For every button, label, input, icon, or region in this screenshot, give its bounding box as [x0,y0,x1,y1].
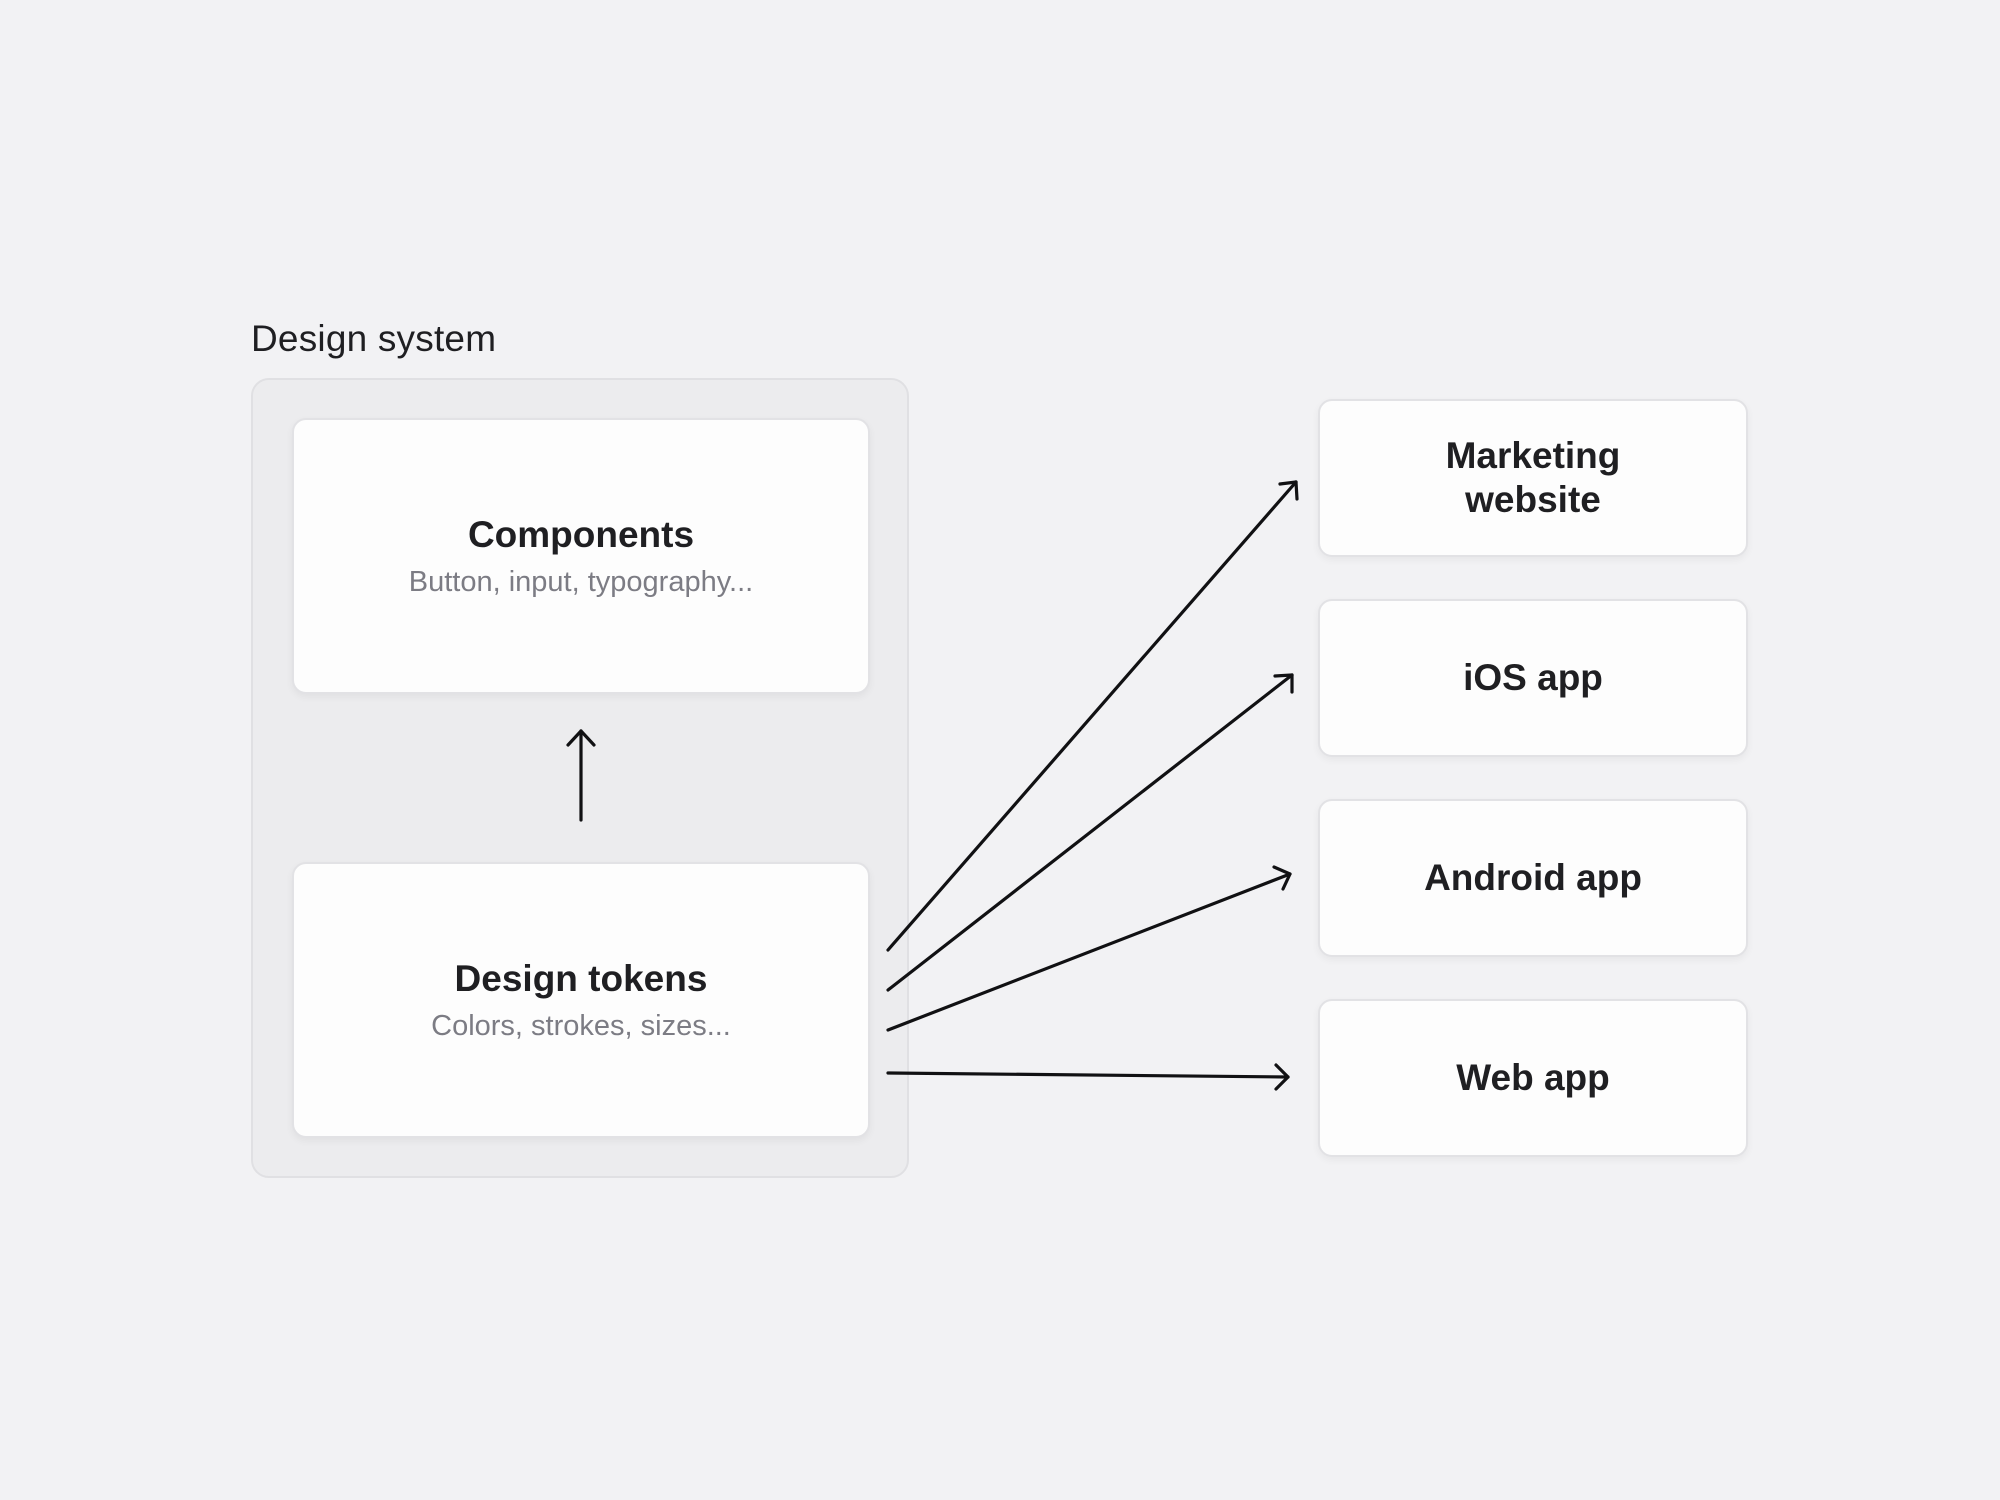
target-card-ios-app: iOS app [1318,599,1748,757]
arrow-to-ios-app [886,673,1294,992]
target-label-android-app: Android app [1424,857,1642,899]
target-label-web-app: Web app [1456,1057,1610,1099]
components-subtitle: Button, input, typography... [408,566,754,599]
arrow-to-web-app [886,1063,1290,1091]
target-card-marketing-website: Marketing website [1318,399,1748,557]
design-tokens-title: Design tokens [454,957,708,999]
arrow-to-android-app [886,865,1292,1032]
arrow-to-marketing-website [886,480,1299,952]
target-card-android-app: Android app [1318,799,1748,957]
design-tokens-card: Design tokens Colors, strokes, sizes... [292,862,870,1138]
design-tokens-subtitle: Colors, strokes, sizes... [431,1010,731,1043]
components-card: Components Button, input, typography... [292,418,870,694]
target-label-ios-app: iOS app [1463,657,1603,699]
components-title: Components [467,513,695,555]
target-label-marketing-website: Marketing website [1445,435,1621,520]
design-system-title: Design system [251,318,497,359]
target-card-web-app: Web app [1318,999,1748,1157]
